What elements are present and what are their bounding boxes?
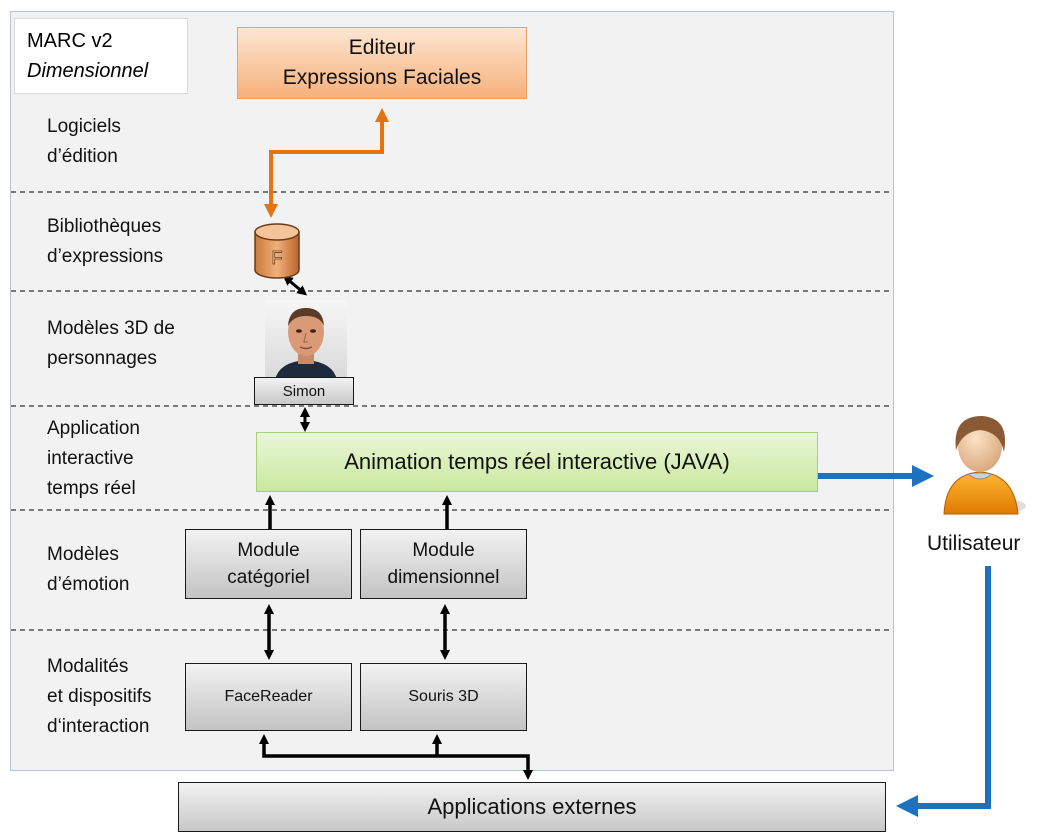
categorical-module-box[interactable]: Module catégoriel <box>185 529 352 599</box>
layer-label-line: Logiciels <box>47 116 121 137</box>
dimensional-module-box[interactable]: Module dimensionnel <box>360 529 527 599</box>
architecture-panel <box>10 11 894 771</box>
character-portrait[interactable] <box>265 300 347 380</box>
realtime-animation-box[interactable]: Animation temps réel interactive (JAVA) <box>256 432 818 492</box>
layer-label-line: temps réel <box>47 478 136 499</box>
layer-label-line: personnages <box>47 348 157 369</box>
external-applications-box[interactable]: Applications externes <box>178 782 886 832</box>
layer-label-line: Application <box>47 418 140 439</box>
character-name-label: Simon <box>254 377 354 405</box>
library-letter: F <box>272 248 283 268</box>
layer-label-edition: Logiciels d’édition <box>47 112 121 172</box>
layer-label-line: interactive <box>47 448 134 469</box>
user-label: Utilisateur <box>927 532 1021 555</box>
layer-separators <box>11 191 893 631</box>
layer-label-application: Application interactive temps réel <box>47 414 140 504</box>
title-line1: MARC v2 <box>27 30 113 52</box>
devices-external-bus <box>259 734 533 780</box>
module-line: catégoriel <box>227 567 310 588</box>
layer-label-modalites: Modalités et dispositifs d‘interaction <box>47 652 152 742</box>
layer-label-bibliotheques: Bibliothèques d’expressions <box>47 212 163 272</box>
user-external-arrow <box>896 566 991 817</box>
layer-label-emotion: Modèles d’émotion <box>47 540 129 600</box>
layer-label-line: Modèles 3D de <box>47 318 175 339</box>
editor-line1: Editeur <box>348 36 416 59</box>
layer-label-line: d‘interaction <box>47 716 150 737</box>
layer-label-line: d’émotion <box>47 574 130 595</box>
facereader-device-box[interactable]: FaceReader <box>185 663 352 731</box>
layer-label-line: Modalités <box>47 656 129 677</box>
editor-line2: Expressions Faciales <box>282 66 482 89</box>
layer-label-modeles-3d: Modèles 3D de personnages <box>47 314 175 374</box>
layer-label-line: Bibliothèques <box>47 216 162 237</box>
library-character-arrow <box>282 275 308 296</box>
module-line: Module <box>412 540 475 561</box>
title-box: MARC v2 Dimensionnel <box>14 18 188 94</box>
facial-expression-editor-box[interactable]: Editeur Expressions Faciales <box>237 27 527 99</box>
layer-label-line: d’édition <box>47 146 118 167</box>
editor-library-arrow <box>264 108 389 218</box>
module-line: dimensionnel <box>387 567 500 588</box>
layer-label-line: d’expressions <box>47 246 164 267</box>
module-line: Module <box>237 540 300 561</box>
layer-label-line: Modèles <box>47 544 119 565</box>
layer-label-line: et dispositifs <box>47 686 152 707</box>
user-icon[interactable] <box>938 410 1030 518</box>
character-face-icon <box>275 308 337 380</box>
title-line2: Dimensionnel <box>27 60 149 82</box>
expression-library-database-icon[interactable]: F <box>252 222 302 282</box>
mouse3d-device-box[interactable]: Souris 3D <box>360 663 527 731</box>
